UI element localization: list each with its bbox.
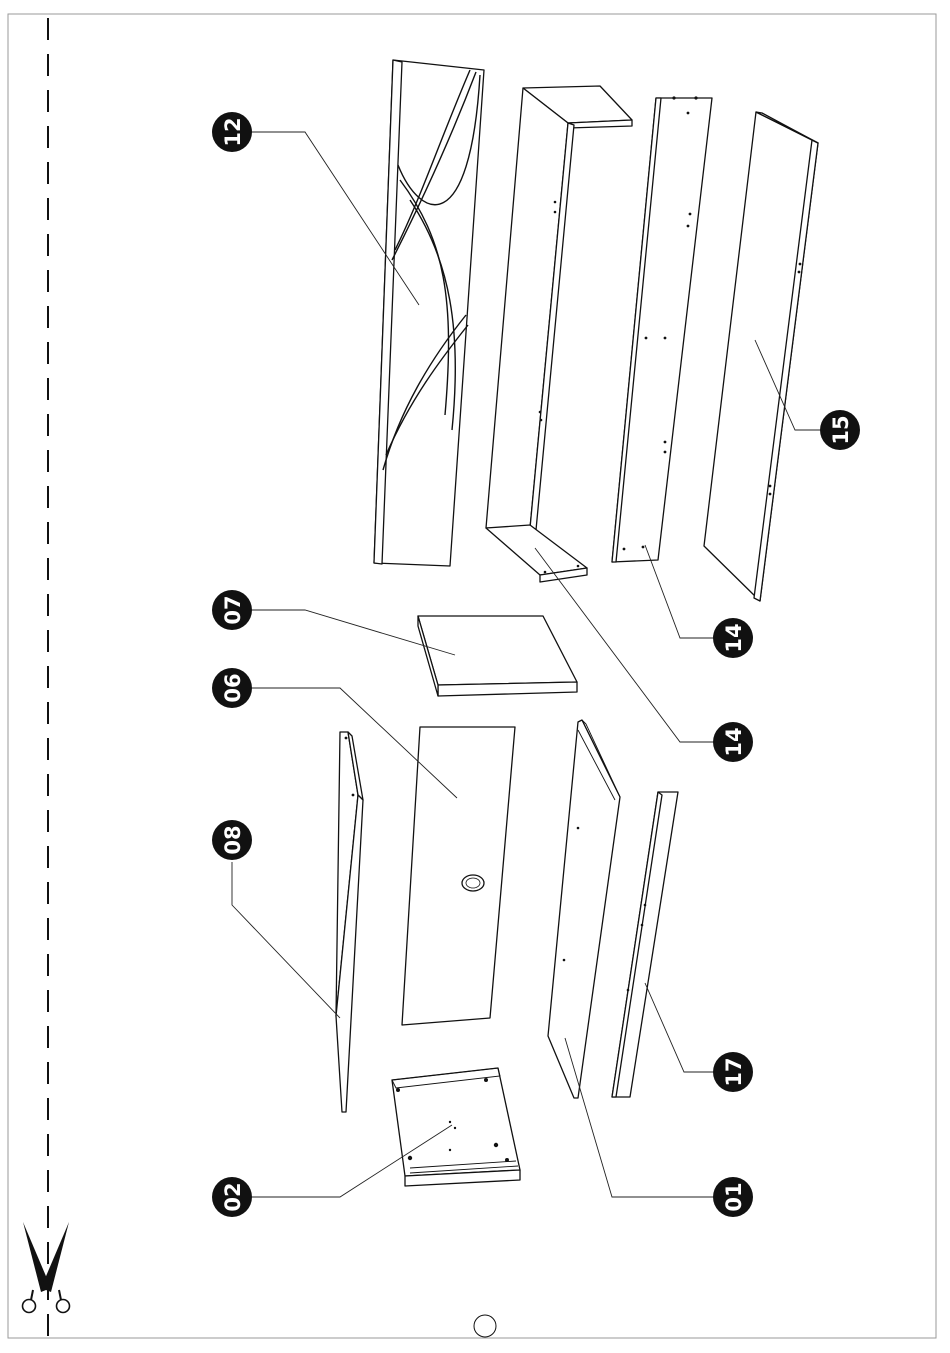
part-label: 12 — [221, 117, 245, 146]
part-badge-02: 02 — [212, 1177, 252, 1217]
part-15-shape — [704, 112, 818, 601]
part-07-shape — [418, 616, 577, 696]
part-badge-06: 06 — [212, 668, 252, 708]
part-badge-14b: 14 — [713, 618, 753, 658]
part-badge-14a: 14 — [713, 722, 753, 762]
page-number-circle — [474, 1315, 496, 1337]
part-label: 07 — [221, 595, 245, 624]
part-label: 15 — [829, 415, 853, 444]
part-badge-17: 17 — [713, 1052, 753, 1092]
part-badge-08: 08 — [212, 820, 252, 860]
part-label: 14 — [722, 727, 746, 756]
part-08-shape — [336, 732, 363, 1112]
part-badge-07: 07 — [212, 590, 252, 630]
part-label: 14 — [722, 623, 746, 652]
part-badge-15: 15 — [820, 410, 860, 450]
part-14b-shape — [612, 96, 712, 562]
part-badge-01: 01 — [713, 1177, 753, 1217]
part-17-shape — [612, 792, 678, 1097]
leader-01 — [565, 1038, 715, 1197]
part-label: 01 — [722, 1182, 746, 1211]
leader-17 — [645, 983, 715, 1072]
part-02-shape — [392, 1068, 520, 1186]
part-badge-12: 12 — [212, 112, 252, 152]
part-14a-shape — [486, 86, 632, 582]
part-01-shape — [548, 720, 620, 1098]
part-label: 06 — [221, 673, 245, 702]
part-label: 08 — [221, 825, 245, 854]
scissors-icon — [23, 1222, 70, 1313]
leader-08 — [232, 862, 340, 1018]
part-06-shape — [402, 727, 515, 1025]
part-label: 17 — [722, 1057, 746, 1086]
part-12-shape — [374, 60, 484, 566]
part-label: 02 — [221, 1182, 245, 1211]
